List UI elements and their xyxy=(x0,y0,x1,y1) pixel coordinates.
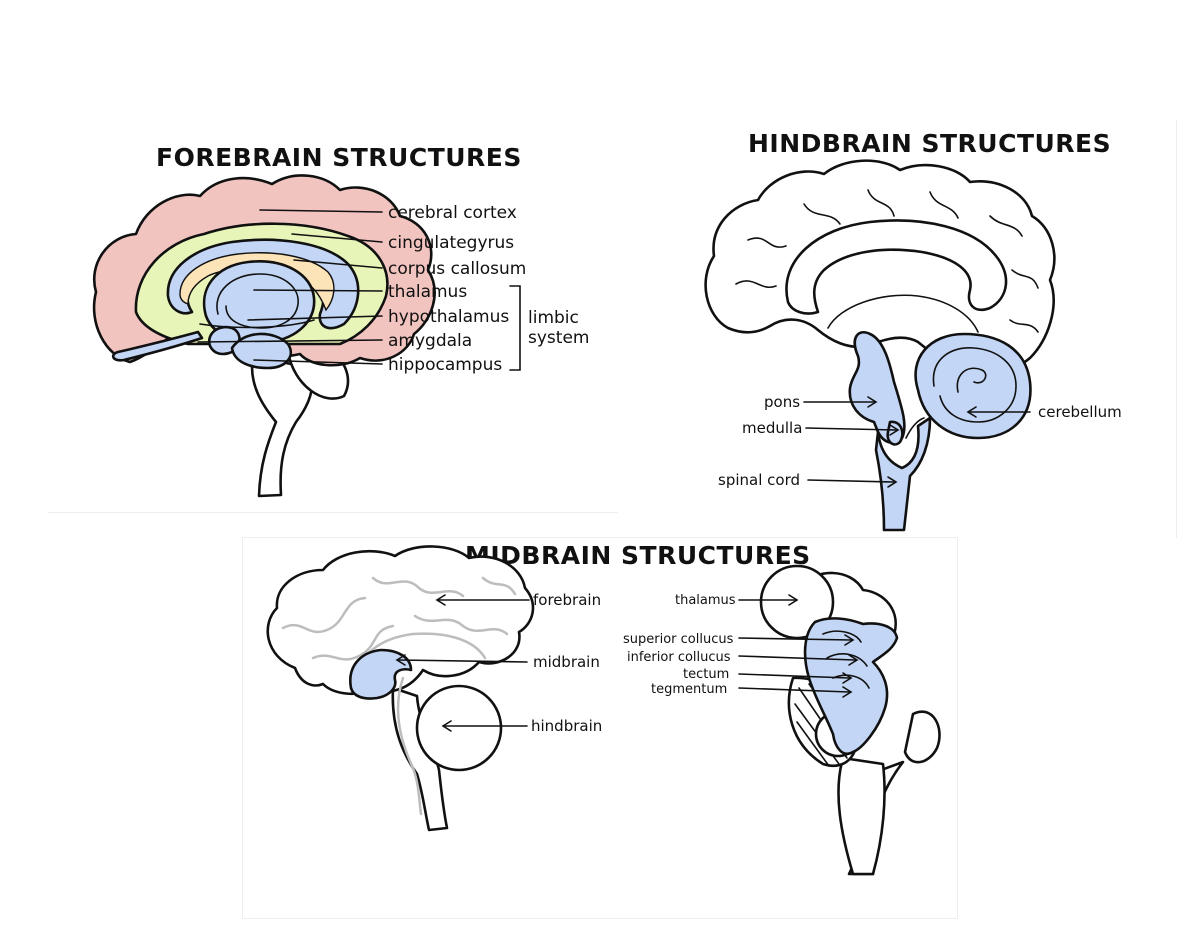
hindbrain-panel: HINDBRAIN STRUCTURES xyxy=(618,120,1177,538)
label-forebrain: forebrain xyxy=(533,591,601,609)
midbrain-left-labels: forebrain midbrain hindbrain xyxy=(531,591,602,735)
midbrain-gray-stem xyxy=(396,676,423,816)
spinal-cord xyxy=(874,416,932,532)
medulla xyxy=(886,420,904,446)
label-mid-thalamus: thalamus xyxy=(675,593,736,608)
hindbrain-title: HINDBRAIN STRUCTURES xyxy=(748,129,1111,158)
midbrain-region xyxy=(349,648,413,700)
label-inferior-collucus: inferior collucus xyxy=(627,650,731,665)
label-medulla: medulla xyxy=(742,419,802,437)
label-hindbrain: hindbrain xyxy=(531,717,602,735)
label-cerebellum: cerebellum xyxy=(1038,403,1122,421)
midbrain-cerebrum xyxy=(266,545,535,696)
forebrain-title: FOREBRAIN STRUCTURES xyxy=(156,143,522,172)
midbrain-diagram: MIDBRAIN STRUCTURES xyxy=(266,541,941,876)
label-cerebral-cortex: cerebral cortex xyxy=(388,203,517,223)
label-limbic: limbic xyxy=(528,308,579,328)
hindbrain-labels: pons medulla spinal cord cerebellum xyxy=(718,393,1122,489)
label-system: system xyxy=(528,328,589,348)
midbrain-right-leaders xyxy=(738,594,859,698)
label-pons: pons xyxy=(764,393,800,411)
label-spinal-cord: spinal cord xyxy=(718,471,800,489)
label-amygdala: amygdala xyxy=(388,331,472,351)
right-lobe xyxy=(903,710,941,764)
hindbrain-gyri xyxy=(735,189,1039,333)
thalamus-lobe xyxy=(759,564,835,640)
hypothalamus-line xyxy=(199,319,315,329)
label-hippocampus: hippocampus xyxy=(388,355,502,375)
label-corpus-callosum: corpus callosum xyxy=(388,259,526,279)
label-tegmentum: tegmentum xyxy=(651,682,727,697)
label-hypothalamus: hypothalamus xyxy=(388,307,509,327)
colliculi xyxy=(803,617,899,755)
midbrain-panel: MIDBRAIN STRUCTURES xyxy=(242,537,958,919)
corpus-callosum-inner xyxy=(179,252,335,312)
hindbrain-diagram: HINDBRAIN STRUCTURES xyxy=(704,129,1122,532)
olfactory-bulb xyxy=(111,330,204,362)
forebrain-panel: FOREBRAIN STRUCTURES xyxy=(48,124,621,513)
fourth-ventricle xyxy=(905,417,925,439)
cerebellum-folia xyxy=(932,347,1017,423)
thalamus-loop xyxy=(216,273,299,329)
hindbrain-leaders xyxy=(803,396,1031,488)
label-cingulate-gyrus: cingulategyrus xyxy=(388,233,514,253)
midbrain-left-leaders xyxy=(395,594,530,732)
label-superior-collucus: superior collucus xyxy=(623,632,734,647)
midbrain-cerebellum-circle xyxy=(415,684,503,772)
lower-stem xyxy=(837,756,886,876)
midbrain-right-labels: thalamus superior collucus inferior coll… xyxy=(623,593,736,697)
hippocampus xyxy=(230,332,293,370)
forebrain-labels: cerebral cortex cingulategyrus corpus ca… xyxy=(388,203,589,375)
hindbrain-callosum xyxy=(785,219,1008,315)
forebrain-leaders xyxy=(197,209,521,371)
label-thalamus: thalamus xyxy=(388,282,467,302)
forebrain-brainstem xyxy=(250,354,314,498)
label-tectum: tectum xyxy=(683,667,729,682)
hindbrain-fornix xyxy=(827,294,979,333)
midbrain-title: MIDBRAIN STRUCTURES xyxy=(465,541,811,570)
label-midbrain: midbrain xyxy=(533,653,600,671)
forebrain-diagram: FOREBRAIN STRUCTURES xyxy=(92,143,589,498)
